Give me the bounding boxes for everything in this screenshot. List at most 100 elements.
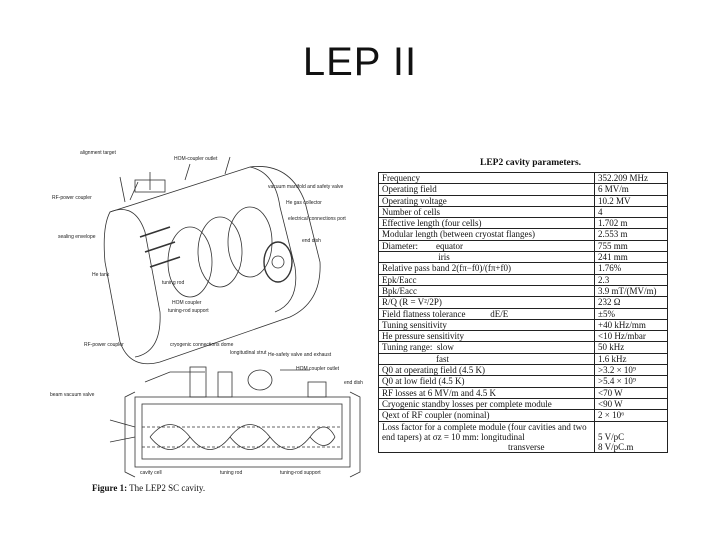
label-end-dish: end dish [302,238,321,244]
table-title: LEP2 cavity parameters. [480,158,582,168]
param-name: RF losses at 6 MV/m and 4.5 K [378,386,595,399]
param-value: 232 Ω [594,296,668,309]
param-value: +40 kHz/mm [594,318,668,332]
label-tuning-rod-support-2: tuning-rod support [280,470,321,476]
caption-label: Figure 1: [92,483,128,493]
param-name: Qext of RF coupler (nominal) [378,409,595,422]
label-tuning-rod-support: tuning-rod support [168,308,209,314]
param-value: 352.209 MHz [594,171,668,185]
param-name: Tuning range: slow [378,341,595,354]
param-name: Cryogenic standby losses per complete mo… [378,397,595,411]
label-sealing-envelope: sealing envelope [58,234,96,240]
label-electrical-port: electrical connections port [288,216,346,222]
param-name: Frequency [378,171,595,185]
param-value: 10.2 MV [594,194,668,207]
table-row: He pressure sensitivity<10 Hz/mbar [378,330,668,343]
label-he-gas-collector: He gas collector [286,200,322,206]
param-value: >5.4 × 10⁹ [594,375,668,388]
table-row: Relative pass band 2(fπ−f0)/(fπ+f0)1.76% [378,262,668,275]
param-value: 755 mm [594,239,668,253]
param-value: 3.9 mT/(MV/m) [594,284,668,298]
label-cavity-cell: cavity cell [140,470,162,476]
table-row: RF losses at 6 MV/m and 4.5 K<70 W [378,386,668,399]
label-rf-power-coupler-2: RF-power coupler [84,342,124,348]
param-name: Number of cells [378,205,595,219]
param-value: 241 mm [594,251,668,264]
label-cryogenic-dome: cryogenic connections dome [170,342,234,348]
param-name: He pressure sensitivity [378,330,595,343]
param-name: Q0 at operating field (4.5 K) [378,364,595,377]
param-name: Effective length (four cells) [378,217,595,230]
loss-factor-longitudinal: 5 V/pC [598,431,625,442]
param-value: ±5% [594,307,668,320]
label-he-tank: He tank [92,272,110,278]
loss-factor-values: 5 V/pC 8 V/pC.m [594,420,668,454]
param-value: 6 MV/m [594,183,668,196]
param-name: Operating field [378,183,595,196]
param-name: R/Q (R = V²/2P) [378,296,595,309]
param-name: Field flatness tolerance dE/E [378,307,595,320]
param-name: Bpk/Eacc [378,284,595,298]
param-value: 1.6 kHz [594,352,668,366]
loss-factor-line: Loss factor for a complete module (four … [382,421,587,432]
cavity-figure: alignment target HOM-coupler outlet vacu… [50,142,363,502]
loss-factor-line: transverse [382,442,545,453]
caption-text: The LEP2 SC cavity. [129,483,206,493]
param-name: iris [378,251,595,264]
param-value: 2 × 10⁶ [594,409,668,422]
param-value: 4 [594,205,668,219]
label-tuning-rod: tuning rod [162,280,185,286]
param-name: Relative pass band 2(fπ−f0)/(fπ+f0) [378,262,595,275]
param-value: 50 kHz [594,341,668,354]
param-name: Tuning sensitivity [378,318,595,332]
table-row-loss-factor: Loss factor for a complete module (four … [378,420,668,454]
cavity-drawing [103,156,361,478]
param-value: <10 Hz/mbar [594,330,668,343]
label-tuning-rod-2: tuning rod [220,470,243,476]
label-end-dish-2: end dish [344,380,363,386]
param-name: Diameter: equator [378,239,595,253]
label-rf-power-coupler: RF-power coupler [52,195,92,201]
table-row: Modular length (between cryostat flanges… [378,228,668,241]
table-row: Tuning sensitivity+40 kHz/mm [378,318,668,332]
param-value: >3.2 × 10⁹ [594,364,668,377]
table-row: Field flatness tolerance dE/E±5% [378,307,668,320]
label-he-safety-valve: He-safety valve and exhaust [268,352,332,358]
table-row: Effective length (four cells)1.702 m [378,217,668,230]
param-value: 1.702 m [594,217,668,230]
table-row: Q0 at operating field (4.5 K)>3.2 × 10⁹ [378,364,668,377]
param-value: <70 W [594,386,668,399]
param-value: 2.553 m [594,228,668,241]
table-row: Q0 at low field (4.5 K)>5.4 × 10⁹ [378,375,668,388]
label-longitudinal-strut: longitudinal strut [230,350,267,356]
table-row: R/Q (R = V²/2P)232 Ω [378,296,668,309]
loss-factor-line: end tapers) at σz = 10 mm: longitudinal [382,431,525,442]
label-vacuum-manifold: vacuum manifold and safety valve [268,184,344,190]
label-hom-coupler-outlet: HOM-coupler outlet [174,156,218,162]
loss-factor-transverse: 8 V/pC.m [598,442,634,453]
param-name: Modular length (between cryostat flanges… [378,228,595,241]
param-value: 2.3 [594,273,668,286]
param-name: Epk/Eacc [378,273,595,286]
label-hom-coupler: HOM coupler [172,300,202,306]
param-name: Q0 at low field (4.5 K) [378,375,595,388]
param-value: <90 W [594,397,668,411]
figure-caption: Figure 1: The LEP2 SC cavity. [92,483,205,493]
param-name: Operating voltage [378,194,595,207]
label-hom-coupler-outlet-2: HOM coupler outlet [296,366,340,372]
param-name: fast [378,352,595,366]
param-value: 1.76% [594,262,668,275]
table-row: Qext of RF coupler (nominal)2 × 10⁶ [378,409,668,422]
label-alignment-target: alignment target [80,150,116,156]
label-beam-vacuum-valve: beam vacuum valve [50,392,95,398]
